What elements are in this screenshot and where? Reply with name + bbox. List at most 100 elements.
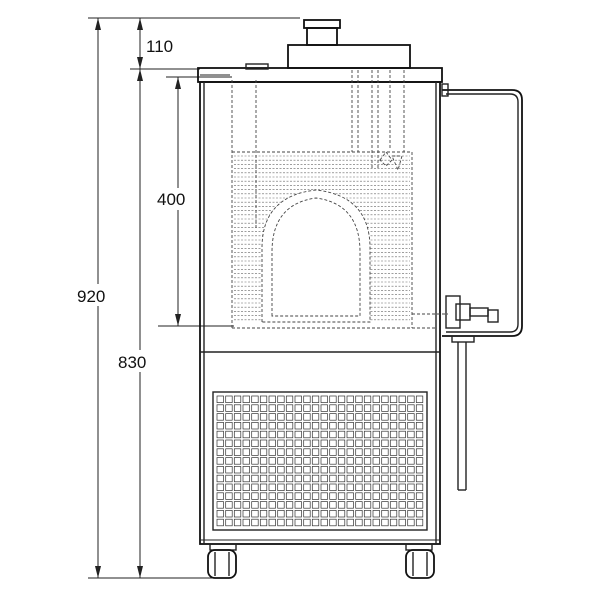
grille-cell — [346, 466, 354, 474]
grille-cell — [251, 457, 259, 465]
grille-cell — [251, 395, 259, 403]
grille-cell — [407, 474, 415, 483]
grille-cell — [389, 395, 398, 403]
grille-cell — [277, 483, 285, 491]
grille-cell — [294, 501, 302, 509]
grille-cell — [225, 395, 233, 403]
grille-cell — [294, 422, 302, 430]
grille-cell — [398, 395, 406, 403]
grille-cell — [329, 430, 337, 439]
grille-cell — [355, 501, 363, 509]
grille-cell — [355, 492, 363, 500]
grille-cell — [381, 483, 389, 491]
grille-cell — [415, 474, 424, 483]
drum-hidden — [261, 189, 371, 323]
grille-cell — [346, 518, 354, 527]
grille-cell — [329, 404, 337, 412]
grille-cell — [216, 422, 224, 430]
inner-tank-hidden — [231, 70, 436, 329]
grille-cell — [277, 413, 285, 421]
grille-cell — [398, 430, 406, 439]
grille-cell — [311, 483, 320, 491]
grille-cell — [277, 492, 285, 500]
grille-cell — [285, 395, 294, 403]
grille-cell — [233, 404, 242, 412]
grille-cell — [415, 413, 424, 421]
grille-cell — [337, 501, 346, 509]
grille-cell — [303, 430, 311, 439]
grille-cell — [225, 404, 233, 412]
grille-cell — [311, 518, 320, 527]
grille-cell — [294, 439, 302, 447]
grille-cell — [346, 510, 354, 518]
grille-cell — [372, 404, 380, 412]
grille-cell — [251, 439, 259, 447]
grille-cell — [285, 422, 294, 430]
grille-cell — [242, 510, 250, 518]
grille-cell — [251, 510, 259, 518]
grille-cell — [407, 457, 415, 465]
grille-cell — [225, 518, 233, 527]
grille-cell — [329, 518, 337, 527]
grille-cell — [285, 474, 294, 483]
grille-cell — [381, 474, 389, 483]
grille-cell — [277, 448, 285, 456]
grille-cell — [311, 430, 320, 439]
grille-cell — [337, 457, 346, 465]
grille-cell — [303, 457, 311, 465]
grille-cell — [259, 430, 268, 439]
grille-cell — [225, 492, 233, 500]
grille-cell — [381, 404, 389, 412]
grille-cell — [311, 457, 320, 465]
grille-cell — [389, 466, 398, 474]
grille-cell — [346, 413, 354, 421]
grille-cell — [277, 518, 285, 527]
grille-cell — [320, 413, 328, 421]
grille-cell — [329, 395, 337, 403]
grille-cell — [320, 395, 328, 403]
dimension-400: 400 — [154, 76, 234, 327]
grille-cell — [337, 404, 346, 412]
grille-cell — [233, 422, 242, 430]
grille-cell — [346, 474, 354, 483]
grille-cell — [233, 466, 242, 474]
grille-cell — [389, 483, 398, 491]
grille-cell — [381, 439, 389, 447]
grille-cell — [329, 413, 337, 421]
grille-cell — [285, 439, 294, 447]
grille-cell — [355, 483, 363, 491]
drain-pipe — [457, 342, 467, 491]
grille-cell — [415, 492, 424, 500]
grille-cell — [233, 501, 242, 509]
grille-cell — [337, 492, 346, 500]
grille-cell — [355, 448, 363, 456]
grille-cell — [337, 474, 346, 483]
grille-cell — [294, 430, 302, 439]
grille-cell — [216, 474, 224, 483]
left-caster — [207, 543, 237, 579]
grille-cell — [233, 395, 242, 403]
grille-cell — [259, 501, 268, 509]
grille-cell — [398, 501, 406, 509]
grille-cell — [415, 395, 424, 403]
grille-cell — [268, 501, 276, 509]
grille-cell — [242, 448, 250, 456]
grille-cell — [242, 422, 250, 430]
grille-cell — [259, 466, 268, 474]
grille-cell — [294, 404, 302, 412]
grille-cell — [355, 404, 363, 412]
grille-cell — [346, 492, 354, 500]
grille-cell — [407, 404, 415, 412]
grille-cell — [216, 439, 224, 447]
grille-cell — [216, 395, 224, 403]
grille-cell — [225, 439, 233, 447]
grille-cell — [259, 413, 268, 421]
grille-cell — [268, 422, 276, 430]
grille-cell — [251, 448, 259, 456]
grille-cell — [268, 492, 276, 500]
grille-cell — [337, 518, 346, 527]
grille-cell — [216, 466, 224, 474]
grille-cell — [251, 430, 259, 439]
grille-cell — [407, 501, 415, 509]
